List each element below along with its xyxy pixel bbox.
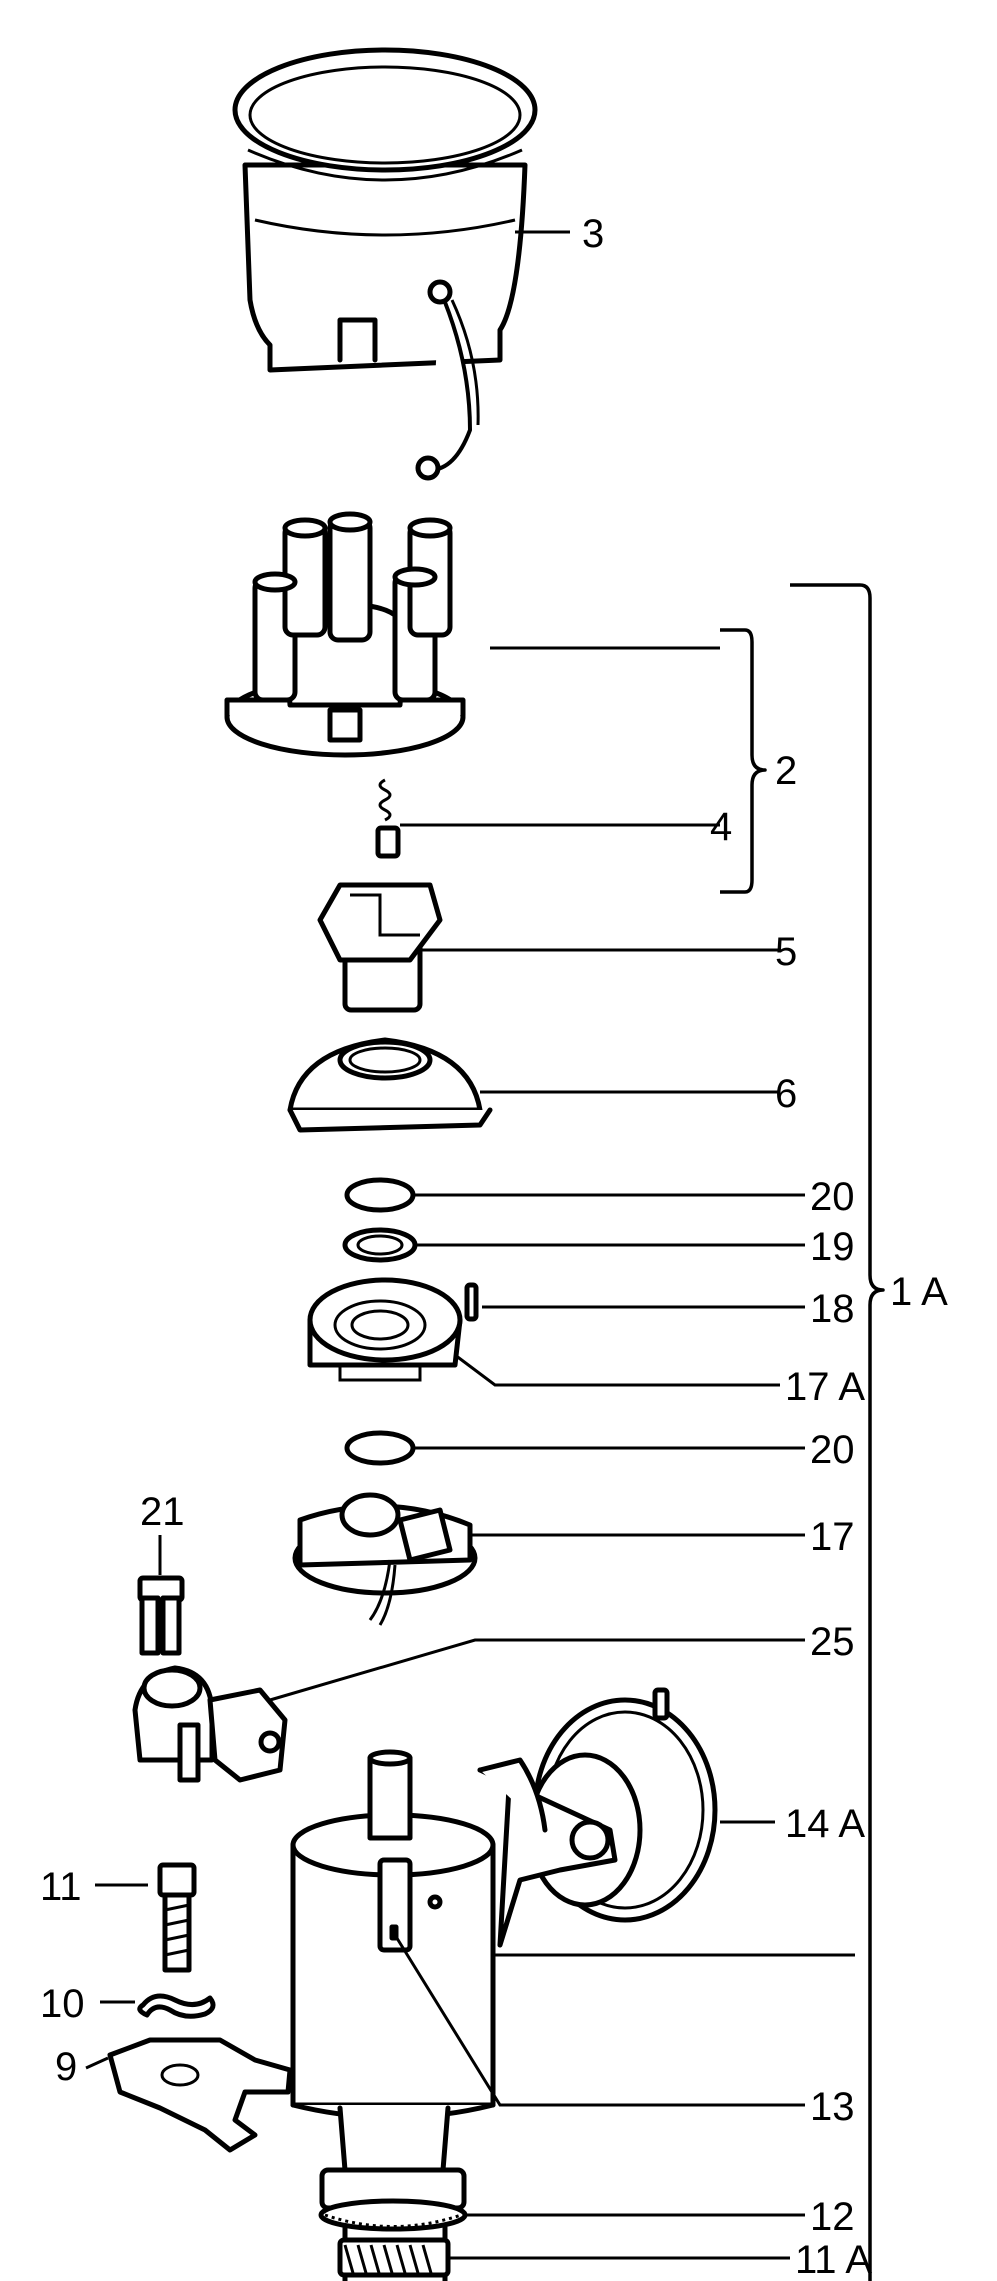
label-25: 25 xyxy=(810,1620,855,1664)
part-20-circlip-upper xyxy=(344,1177,416,1213)
part-11-bolt xyxy=(157,1862,197,1973)
part-25-clamp xyxy=(132,1665,288,1783)
part-19-bearing xyxy=(342,1227,418,1263)
part-17A-breaker-plate xyxy=(307,1277,463,1382)
label-3: 3 xyxy=(582,212,604,256)
label-5: 5 xyxy=(775,930,797,974)
part-21-bridge xyxy=(137,1575,185,1656)
brace-1A xyxy=(790,583,885,2281)
label-2: 2 xyxy=(775,749,797,793)
part-17-contact-breaker xyxy=(292,1492,478,1626)
label-12: 12 xyxy=(810,2195,855,2239)
part-14A-vacuum-unit xyxy=(477,1687,718,1948)
brace-2 xyxy=(720,628,767,894)
part-4-carbon-brush xyxy=(375,778,401,859)
label-11: 11 xyxy=(40,1865,82,1909)
label-4: 4 xyxy=(710,805,732,849)
part-5-rotor xyxy=(317,882,443,1013)
distributor-housing xyxy=(290,1749,496,2281)
part-6-shield-ring xyxy=(287,1037,493,1133)
label-14A: 14 A xyxy=(785,1802,865,1846)
leader-lines xyxy=(85,230,855,2260)
label-19: 19 xyxy=(810,1225,855,1269)
label-18: 18 xyxy=(810,1287,855,1331)
callout-labels: 3 2 4 5 6 20 19 18 17 A 20 21 17 25 14 A… xyxy=(40,212,948,2281)
label-20-lower: 20 xyxy=(810,1428,855,1472)
label-11A: 11 A xyxy=(795,2238,872,2281)
label-9: 9 xyxy=(55,2045,77,2089)
label-20-upper: 20 xyxy=(810,1175,855,1219)
part-3-dust-shield xyxy=(232,47,538,481)
part-9-clamp-plate xyxy=(107,2037,293,2153)
part-2-distributor-cap xyxy=(224,511,466,758)
part-10-washer xyxy=(137,1993,216,2019)
label-6: 6 xyxy=(775,1072,797,1116)
label-1A: 1 A xyxy=(890,1270,948,1314)
label-13: 13 xyxy=(810,2085,855,2129)
label-21: 21 xyxy=(140,1490,185,1534)
part-11A-drive-gear xyxy=(337,2237,451,2278)
label-17A: 17 A xyxy=(785,1365,865,1409)
part-12-gasket-ring xyxy=(318,2198,468,2232)
part-18-pin xyxy=(464,1282,479,1322)
part-20-circlip-lower xyxy=(344,1430,416,1466)
label-10: 10 xyxy=(40,1982,85,2026)
label-17: 17 xyxy=(810,1515,855,1559)
